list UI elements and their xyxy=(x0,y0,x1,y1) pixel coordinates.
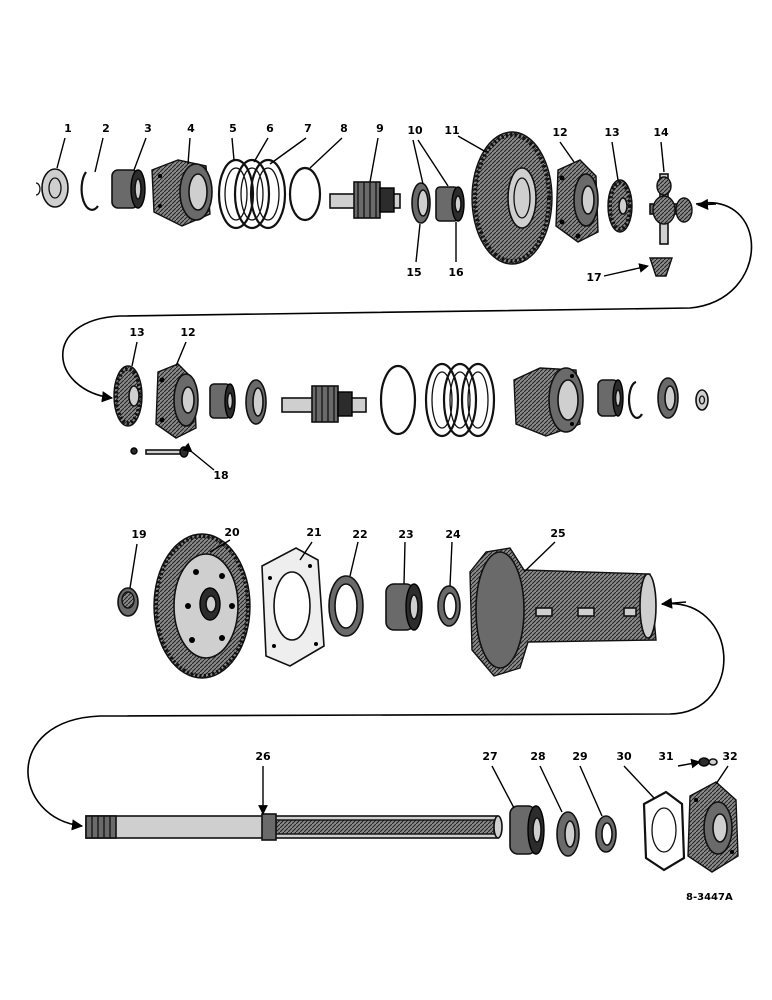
callout-23: 23 xyxy=(398,528,413,541)
callout-24: 24 xyxy=(445,528,461,541)
part-bearing-cone-row2 xyxy=(209,383,236,419)
row-4-parts xyxy=(85,757,739,873)
callout-29: 29 xyxy=(572,750,587,763)
part-2-snap-ring xyxy=(80,171,99,211)
callout-20: 20 xyxy=(224,526,240,539)
part-washer-row2 xyxy=(657,377,679,419)
callout-9: 9 xyxy=(376,122,384,135)
callout-21: 21 xyxy=(306,526,321,539)
part-32-bearing-retainer xyxy=(687,781,739,873)
callout-14: 14 xyxy=(653,126,669,139)
part-nut-row2 xyxy=(695,389,709,411)
callout-11: 11 xyxy=(444,124,459,137)
callout-1: 1 xyxy=(64,122,72,135)
part-28-bearing-cup xyxy=(556,811,580,857)
callout-labels: 1 2 3 4 5 6 7 8 9 10 11 12 13 14 15 16 1… xyxy=(64,122,737,903)
callout-13-row2: 13 xyxy=(129,326,144,339)
callout-15: 15 xyxy=(406,266,421,279)
part-21-gasket xyxy=(261,547,325,667)
part-9-pinion-shaft xyxy=(329,181,401,219)
callout-13: 13 xyxy=(604,126,619,139)
part-18-bolt xyxy=(130,446,189,458)
callout-7: 7 xyxy=(304,122,312,135)
parts-shims-row2 xyxy=(424,362,496,438)
callout-8: 8 xyxy=(340,122,348,135)
part-8-o-ring xyxy=(288,166,322,222)
row-2-leaders xyxy=(131,341,215,471)
callout-10: 10 xyxy=(407,124,423,137)
part-30-gasket xyxy=(642,790,686,872)
callout-30: 30 xyxy=(616,750,632,763)
callout-12-row2: 12 xyxy=(180,326,195,339)
part-23-ball-bearing xyxy=(385,583,423,631)
part-bearing-cage-row2 xyxy=(513,367,584,437)
part-bearing-cup-row2 xyxy=(245,379,267,425)
callout-2: 2 xyxy=(102,122,110,135)
part-31-nut xyxy=(698,757,718,767)
callout-27: 27 xyxy=(482,750,497,763)
callout-31: 31 xyxy=(658,750,673,763)
part-3-bearing-cone xyxy=(111,169,146,209)
callout-25: 25 xyxy=(550,527,565,540)
part-25-axle-housing xyxy=(469,547,657,677)
callout-22: 22 xyxy=(352,528,367,541)
row-1-parts xyxy=(35,131,693,277)
part-13-side-gear xyxy=(607,179,633,233)
part-16-bearing-cone xyxy=(435,186,465,222)
callout-18: 18 xyxy=(213,469,228,482)
row-1-leaders xyxy=(56,135,665,277)
callout-6: 6 xyxy=(266,122,274,135)
callout-12: 12 xyxy=(552,126,567,139)
part-pinion-shaft-row2 xyxy=(281,385,367,423)
part-4-bearing-cage xyxy=(151,159,213,227)
part-15-bearing-cup xyxy=(411,182,431,224)
part-20-bull-gear xyxy=(153,533,251,679)
drawing-number: 8-3447A xyxy=(686,892,733,903)
part-1-washer xyxy=(35,168,69,208)
callout-16: 16 xyxy=(448,266,464,279)
callout-26: 26 xyxy=(255,750,271,763)
part-19-cap xyxy=(117,587,139,617)
row-4-leaders xyxy=(258,758,729,817)
routing-line-2 xyxy=(27,603,725,831)
part-29-seal xyxy=(595,815,617,853)
part-26-axle-shaft xyxy=(85,813,503,841)
callout-19: 19 xyxy=(131,528,146,541)
part-12-differential-case-half xyxy=(155,363,199,439)
part-13-side-gear-opposite xyxy=(113,365,143,427)
parts-5-6-7-shims xyxy=(217,158,287,230)
row-3-leaders xyxy=(129,539,556,589)
part-24-spacer-ring xyxy=(437,585,461,627)
callout-3: 3 xyxy=(144,122,152,135)
part-snap-ring-row2 xyxy=(627,380,643,419)
callout-4: 4 xyxy=(187,122,195,135)
callout-28: 28 xyxy=(530,750,545,763)
row-3-parts xyxy=(117,533,657,679)
part-o-ring-row2 xyxy=(379,364,417,436)
part-17-pinion-gear xyxy=(649,257,673,277)
part-12-differential-case xyxy=(555,159,599,243)
callout-32: 32 xyxy=(722,750,737,763)
routing-line-1 xyxy=(62,201,753,403)
part-22-oil-seal xyxy=(328,575,364,637)
callout-17: 17 xyxy=(586,271,601,284)
callout-5: 5 xyxy=(229,122,237,135)
row-2-parts xyxy=(113,362,709,458)
part-27-bearing xyxy=(509,805,545,855)
part-14-spider-assembly xyxy=(649,173,693,245)
part-11-ring-gear xyxy=(471,131,553,265)
part-bearing-cone-row2b xyxy=(597,379,624,417)
